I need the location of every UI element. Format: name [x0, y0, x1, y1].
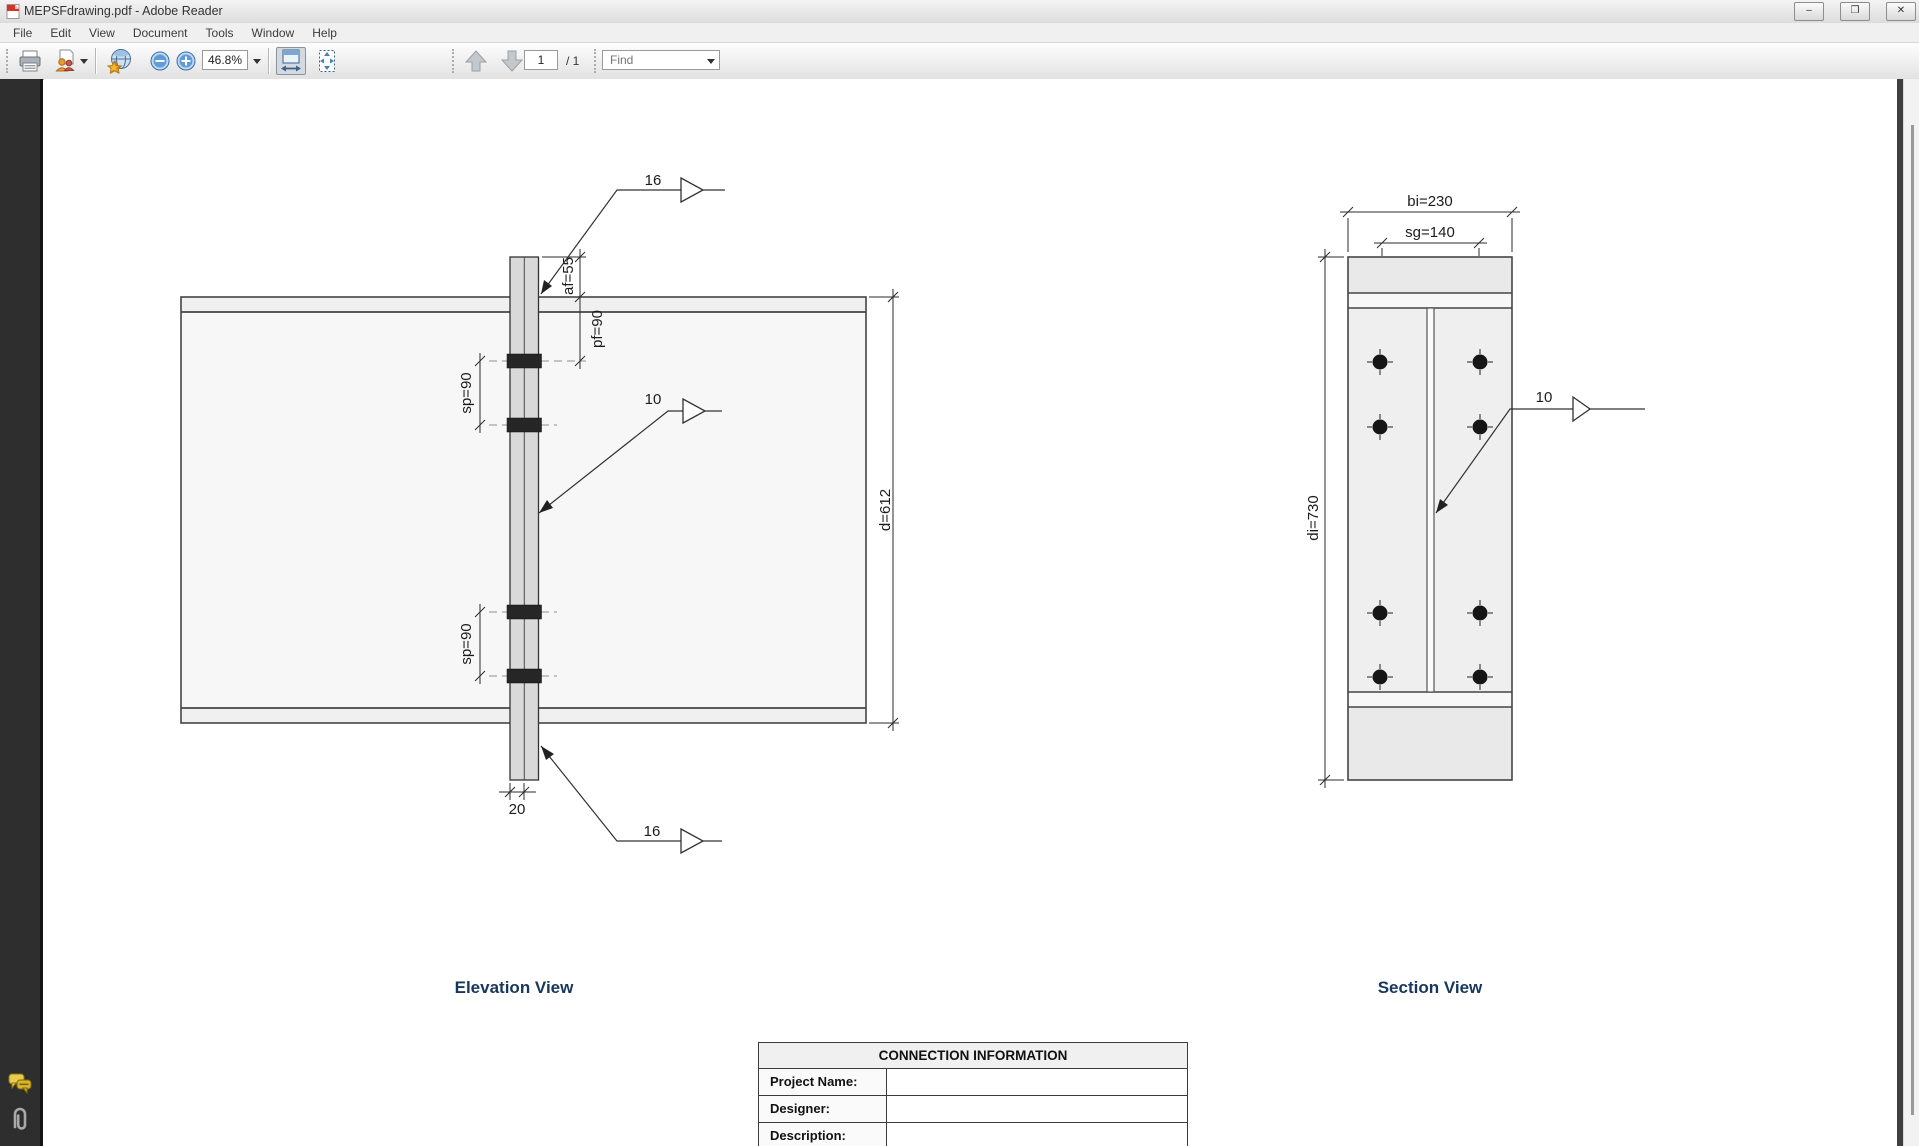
- page-number-input[interactable]: [524, 50, 558, 70]
- toolbar-grip: [452, 49, 457, 73]
- toolbar: 46.8%: [0, 43, 1919, 80]
- arrow-down-icon: [500, 50, 524, 72]
- bolts-section: [1367, 349, 1493, 690]
- menu-file[interactable]: File: [13, 25, 33, 40]
- elevation-view-drawing: sp=90 sp=90 af=55 pf=90: [180, 172, 899, 997]
- end-plate-elevation: [509, 256, 540, 781]
- next-page-button[interactable]: [496, 47, 528, 75]
- globe-star-icon: [106, 49, 131, 74]
- section-body: [1347, 256, 1513, 781]
- designer-value: [887, 1096, 1187, 1122]
- pdf-file-icon: [6, 4, 20, 19]
- attachments-panel-button[interactable]: [7, 1107, 33, 1133]
- fit-width-icon: [281, 49, 301, 72]
- designer-label: Designer:: [759, 1096, 887, 1122]
- vertical-scrollbar[interactable]: [1903, 79, 1919, 1146]
- dim-label-sp-bottom: sp=90: [458, 623, 475, 664]
- bolts-elevation: [506, 353, 542, 684]
- table-row: Designer:: [759, 1096, 1187, 1123]
- weld-label-bottom: 16: [644, 823, 661, 840]
- navigation-pane-strip: [0, 79, 43, 1146]
- menu-tools[interactable]: Tools: [205, 25, 234, 40]
- title-bar: MEPSFdrawing.pdf - Adobe Reader – ❐ ✕: [0, 0, 1919, 24]
- print-button[interactable]: [14, 47, 46, 75]
- minimize-button[interactable]: –: [1794, 2, 1824, 21]
- description-label: Description:: [759, 1123, 887, 1146]
- menu-help[interactable]: Help: [312, 25, 337, 40]
- weld-label-top: 16: [645, 172, 662, 189]
- dimension-sp-top: sp=90: [458, 353, 486, 433]
- collaborate-caret-icon: [79, 58, 88, 64]
- chevron-down-icon: [707, 58, 715, 64]
- dimension-sg: sg=140: [1374, 224, 1487, 256]
- zoom-level-field[interactable]: 46.8%: [202, 50, 248, 70]
- previous-page-button[interactable]: [460, 47, 492, 75]
- fit-page-button[interactable]: [312, 47, 342, 75]
- dimension-plate-thickness: 20: [499, 783, 536, 818]
- page-edge-shadow: [1897, 79, 1903, 1146]
- find-input[interactable]: [602, 50, 720, 70]
- menu-bar: File Edit View Document Tools Window Hel…: [0, 23, 1919, 43]
- toolbar-separator: [268, 48, 269, 74]
- info-table-title: CONNECTION INFORMATION: [759, 1043, 1187, 1069]
- maximize-button[interactable]: ❐: [1840, 2, 1870, 21]
- toolbar-grip: [6, 49, 11, 73]
- close-button[interactable]: ✕: [1886, 2, 1916, 21]
- zoom-out-button[interactable]: [148, 47, 172, 75]
- menu-document[interactable]: Document: [132, 25, 188, 40]
- collaborate-icon: [54, 49, 75, 72]
- section-view-drawing: bi=230 sg=140 di=730: [1305, 193, 1645, 997]
- weld-symbol-bottom: 16: [540, 745, 722, 855]
- page-count-label: / 1: [566, 54, 580, 68]
- section-view-title: Section View: [1378, 978, 1483, 997]
- dim-label-bi: bi=230: [1407, 193, 1452, 210]
- zoom-in-icon: [176, 51, 196, 71]
- description-value: [887, 1123, 1187, 1146]
- dim-label-sg: sg=140: [1405, 224, 1455, 241]
- fit-width-button[interactable]: [276, 47, 306, 75]
- zoom-in-button[interactable]: [174, 47, 198, 75]
- dimension-af-pf: af=55 pf=90: [542, 249, 606, 369]
- connection-information-table: CONNECTION INFORMATION Project Name: Des…: [758, 1042, 1188, 1146]
- table-row: Project Name:: [759, 1069, 1187, 1096]
- dimension-sp-bottom: sp=90: [458, 604, 486, 684]
- weld-symbol-web: 10: [1435, 389, 1645, 514]
- toolbar-separator: [95, 48, 96, 74]
- dimension-depth: d=612: [869, 289, 899, 731]
- zoom-level-caret[interactable]: [250, 47, 264, 75]
- elevation-view-title: Elevation View: [455, 978, 575, 997]
- dim-label-plate-thickness: 20: [509, 801, 526, 818]
- connection-drawing: sp=90 sp=90 af=55 pf=90: [180, 172, 1645, 997]
- fit-page-icon: [319, 50, 335, 72]
- toolbar-grip: [594, 49, 599, 73]
- chevron-down-icon: [253, 58, 261, 64]
- weld-symbol-top: 16: [540, 172, 725, 295]
- web-capture-button[interactable]: [102, 47, 138, 75]
- arrow-up-icon: [464, 50, 488, 72]
- find-caret[interactable]: [704, 47, 718, 75]
- project-name-label: Project Name:: [759, 1069, 887, 1095]
- weld-label-web: 10: [1536, 389, 1553, 406]
- dim-label-di: di=730: [1305, 495, 1322, 540]
- comments-panel-button[interactable]: [7, 1071, 33, 1097]
- dim-label-pf: pf=90: [589, 310, 606, 348]
- dim-label-depth: d=612: [877, 489, 894, 531]
- dim-label-af: af=55: [560, 257, 577, 295]
- menu-view[interactable]: View: [89, 25, 115, 40]
- collaborate-button[interactable]: [50, 47, 90, 75]
- printer-icon: [19, 50, 41, 72]
- menu-edit[interactable]: Edit: [50, 25, 72, 40]
- weld-label-mid: 10: [645, 391, 662, 408]
- dimension-bi: bi=230: [1340, 193, 1520, 252]
- table-row: Description:: [759, 1123, 1187, 1146]
- dimension-di: di=730: [1305, 249, 1344, 788]
- scrollbar-thumb[interactable]: [1911, 125, 1914, 1115]
- window-title: MEPSFdrawing.pdf - Adobe Reader: [24, 4, 223, 18]
- dim-label-sp-top: sp=90: [458, 372, 475, 413]
- zoom-out-icon: [150, 51, 170, 71]
- menu-window[interactable]: Window: [251, 25, 295, 40]
- project-name-value: [887, 1069, 1187, 1095]
- weld-symbol-mid: 10: [538, 391, 722, 514]
